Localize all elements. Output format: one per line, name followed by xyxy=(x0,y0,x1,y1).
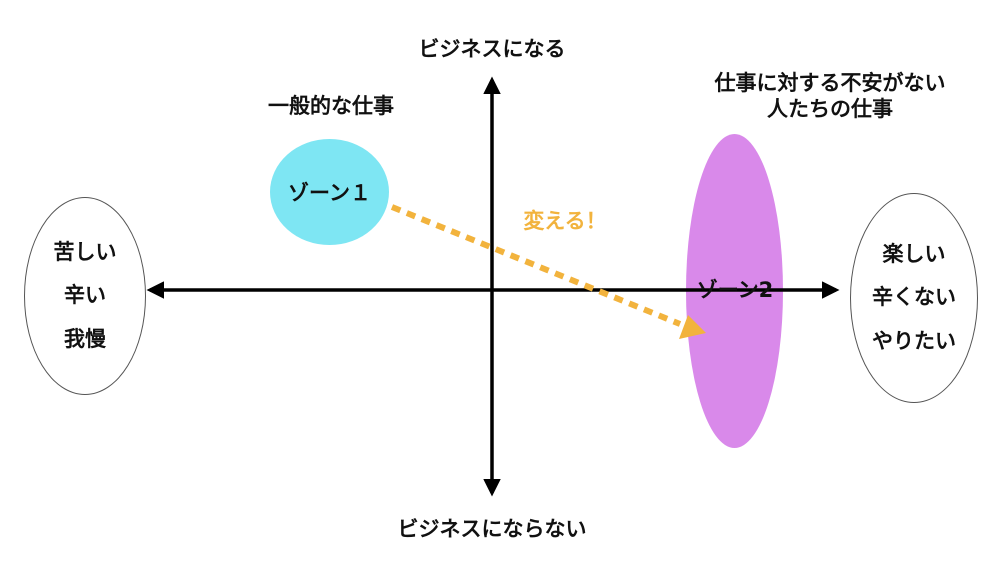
right-oval: 楽しい 辛くない やりたい xyxy=(850,193,978,403)
zone1-ellipse: ゾーン１ xyxy=(270,139,389,245)
transition-arrow-line xyxy=(390,204,682,327)
zone2-caption-line-1: 仕事に対する不安がない xyxy=(714,71,946,95)
axis-bottom-label: ビジネスにならない xyxy=(397,517,587,541)
left-oval-line-2: 辛い xyxy=(64,283,106,308)
right-oval-line-1: 楽しい xyxy=(882,242,946,267)
zone2-caption-line-2: 人たちの仕事 xyxy=(767,97,893,122)
axis-top-label: ビジネスになる xyxy=(418,37,566,61)
zone1-label: ゾーン１ xyxy=(288,181,371,205)
left-oval-line-3: 我慢 xyxy=(64,326,106,351)
left-oval-line-1: 苦しい xyxy=(53,240,117,265)
transition-label: 変える！ xyxy=(523,209,607,233)
right-oval-line-2: 辛くない xyxy=(872,285,956,310)
transition-arrow-head xyxy=(679,315,706,339)
left-oval: 苦しい 辛い 我慢 xyxy=(24,197,146,395)
zone1-caption: 一般的な仕事 xyxy=(268,94,394,118)
right-oval-line-3: やりたい xyxy=(872,328,956,353)
zone2-caption: 仕事に対する不安がない 人たちの仕事 xyxy=(680,70,980,123)
zone2-label: ゾーン2 xyxy=(696,278,774,302)
